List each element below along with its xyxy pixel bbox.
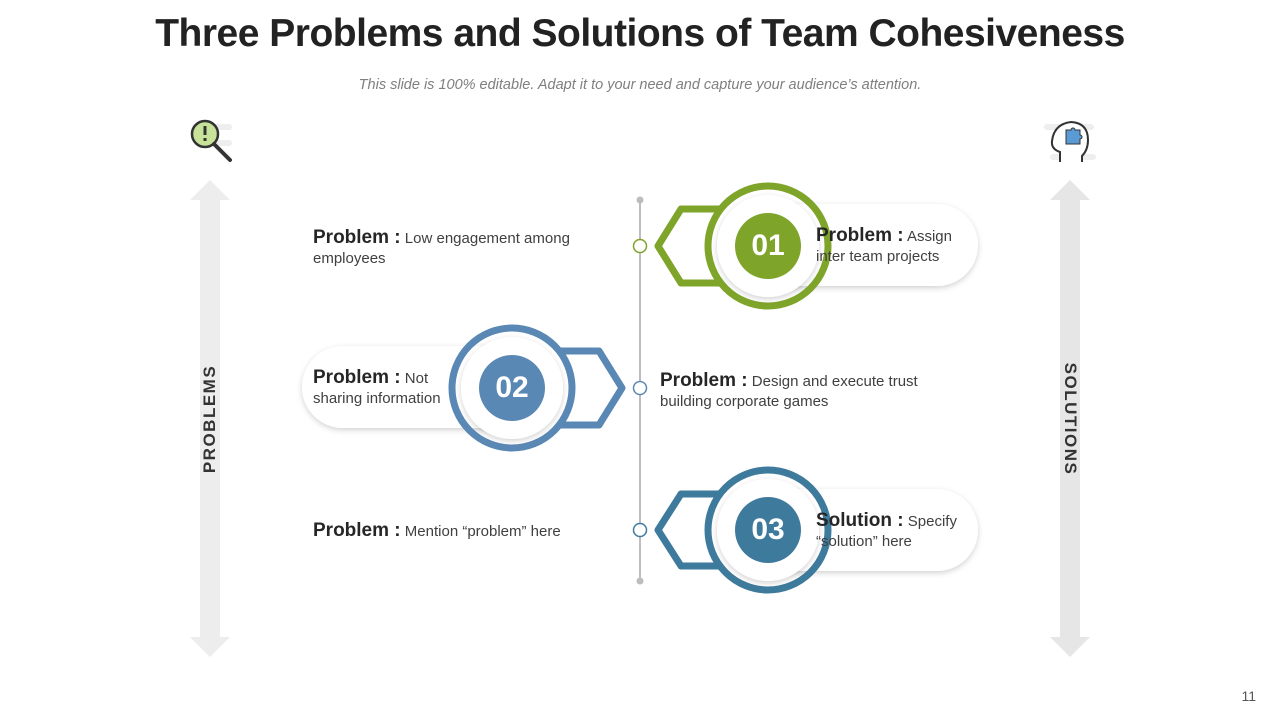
problems-axis-label: PROBLEMS (200, 364, 219, 474)
item-01-left-head: Problem : (313, 227, 401, 248)
head-puzzle-icon (1044, 120, 1096, 162)
problems-axis-arrow (190, 180, 230, 657)
item-03-left-text: Problem : Mention “problem” here (313, 521, 613, 542)
item-01-left-text: Problem : Low engagement among employees (313, 228, 603, 269)
item-01-left-body: Low engagement among employees (313, 230, 570, 267)
item-02-right-body: Design and execute trust building corpor… (660, 373, 918, 410)
item-01-graphic (632, 182, 978, 310)
item-03-right-body: Specify “solution” here (816, 513, 957, 550)
item-02-number: 02 (495, 371, 529, 404)
solutions-axis-label: SOLUTIONS (1061, 362, 1080, 476)
item-03-left-body: Mention “problem” here (404, 523, 561, 540)
item-02-right-text: Problem : Design and execute trust build… (660, 371, 945, 412)
page-number: 11 (1241, 688, 1256, 704)
item-03-number: 03 (751, 513, 785, 546)
item-03-right-text: Solution : Specify “solution” here (816, 511, 976, 552)
item-03-graphic (632, 466, 978, 594)
item-03-left-head: Problem : (313, 520, 401, 541)
page-subtitle: This slide is 100% editable. Adapt it to… (358, 77, 922, 93)
item-03-right-head: Solution : (816, 510, 904, 531)
item-02-right-head: Problem : (660, 370, 748, 391)
item-02-graphic (302, 324, 648, 452)
item-01-right-body: Assign inter team projects (816, 228, 952, 265)
item-02-left-body: Not sharing information (313, 370, 441, 407)
solutions-axis-arrow (1050, 180, 1090, 657)
item-02-left-text: Problem : Not sharing information (313, 368, 458, 409)
item-01-number: 01 (751, 229, 785, 262)
item-01-right-head: Problem : (816, 225, 904, 246)
item-01-right-text: Problem : Assign inter team projects (816, 226, 976, 267)
magnifier-alert-icon (190, 119, 232, 162)
page-title: Three Problems and Solutions of Team Coh… (155, 12, 1125, 55)
item-02-left-head: Problem : (313, 367, 401, 388)
